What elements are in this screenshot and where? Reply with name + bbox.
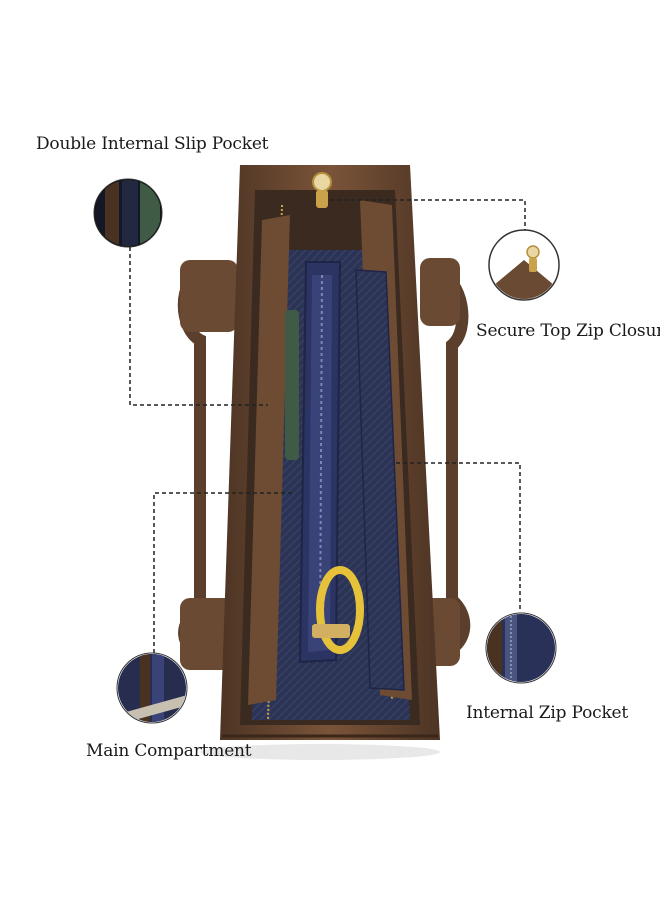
bag-shadow bbox=[200, 744, 440, 760]
zip-puller bbox=[312, 624, 350, 638]
slip-pocket-panel bbox=[355, 269, 405, 691]
bag-body bbox=[220, 165, 440, 740]
top-zip-closure-label: Secure Top Zip Closure bbox=[476, 321, 660, 341]
callout-leader-lines bbox=[129, 199, 526, 653]
top-zipper-head bbox=[312, 172, 332, 208]
zip-pocket-detail bbox=[485, 612, 557, 684]
slip-pocket-label: Double Internal Slip Pocket bbox=[36, 134, 269, 154]
top-zip-detail bbox=[488, 229, 560, 301]
slip-pocket-detail bbox=[93, 178, 163, 248]
main-compartment-detail bbox=[116, 652, 188, 724]
main-compartment-label: Main Compartment bbox=[86, 741, 252, 761]
zip-pocket-label: Internal Zip Pocket bbox=[466, 703, 629, 723]
